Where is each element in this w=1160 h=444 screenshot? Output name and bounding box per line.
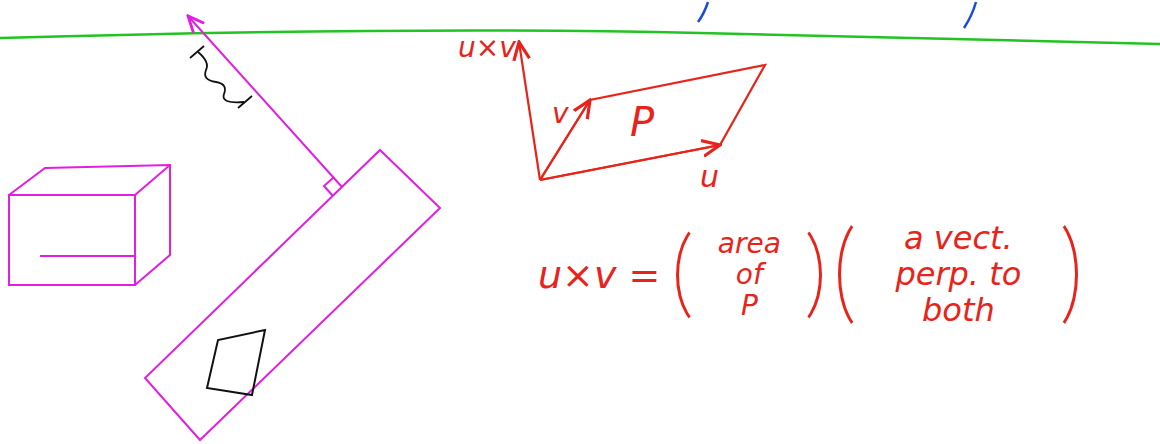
- vector-label: u×v: [458, 34, 516, 62]
- vector-label: u: [700, 162, 719, 192]
- formula-text: area of P: [701, 228, 797, 322]
- formula-text: u×v =: [538, 253, 660, 297]
- blue-stroke: [964, 2, 976, 28]
- vector-label: v: [552, 100, 569, 128]
- parallelogram-outline: [540, 60, 770, 185]
- green-rule: [0, 30, 1160, 44]
- formula-row: u×v = area of P a vect. perp. to both: [538, 212, 1078, 337]
- parenthesis-group: a vect. perp. to both: [838, 212, 1078, 337]
- region-label: P: [630, 102, 654, 142]
- formula-text: a vect. perp. to both: [863, 221, 1053, 328]
- parenthesis-group: area of P: [676, 219, 822, 331]
- vector-arrows: [519, 42, 720, 180]
- parallelogram-edge: [540, 65, 765, 180]
- height-mark: [190, 46, 252, 108]
- parallelogram: P: [540, 60, 770, 185]
- box-sketch: [9, 165, 170, 285]
- region-sketch: [207, 330, 265, 395]
- plane-sketch: [145, 16, 440, 440]
- blue-stroke: [698, 2, 708, 22]
